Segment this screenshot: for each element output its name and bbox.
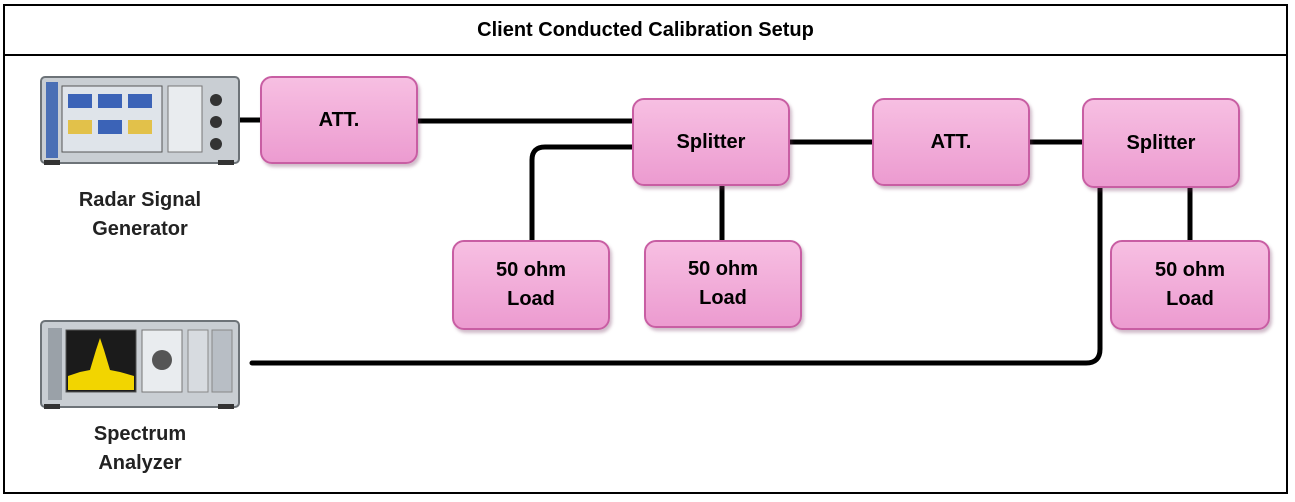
- spectrum-analyzer-icon: [40, 320, 240, 415]
- attenuator-block-1: ATT.: [260, 76, 418, 164]
- wire-splitter1-load1: [529, 144, 637, 243]
- load-block-1: 50 ohm Load: [452, 240, 610, 330]
- splitter-2-label: Splitter: [1126, 131, 1196, 154]
- load-1-line1: 50 ohm: [495, 259, 567, 281]
- analyzer-label: Spectrum Analyzer: [93, 423, 187, 474]
- load-3-line2: Load: [1166, 288, 1214, 310]
- load-2-line2: Load: [699, 287, 747, 309]
- load-1-line2: Load: [507, 288, 555, 310]
- attenuator-2-label: ATT.: [930, 130, 972, 153]
- signal-generator-icon: [40, 76, 240, 171]
- attenuator-1-label: ATT.: [318, 108, 360, 131]
- splitter-block-2: Splitter: [1082, 98, 1240, 188]
- diagram-title: Client Conducted Calibration Setup: [5, 6, 1286, 56]
- wire-analyzer-splitter2: [249, 185, 1103, 366]
- load-block-2: 50 ohm Load: [644, 240, 802, 328]
- splitter-block-1: Splitter: [632, 98, 790, 186]
- splitter-1-label: Splitter: [676, 130, 746, 153]
- attenuator-block-2: ATT.: [872, 98, 1030, 186]
- load-3-line1: 50 ohm: [1154, 259, 1226, 281]
- load-block-3: 50 ohm Load: [1110, 240, 1270, 330]
- load-2-line1: 50 ohm: [687, 258, 759, 280]
- generator-label: Radar Signal Generator: [78, 189, 202, 240]
